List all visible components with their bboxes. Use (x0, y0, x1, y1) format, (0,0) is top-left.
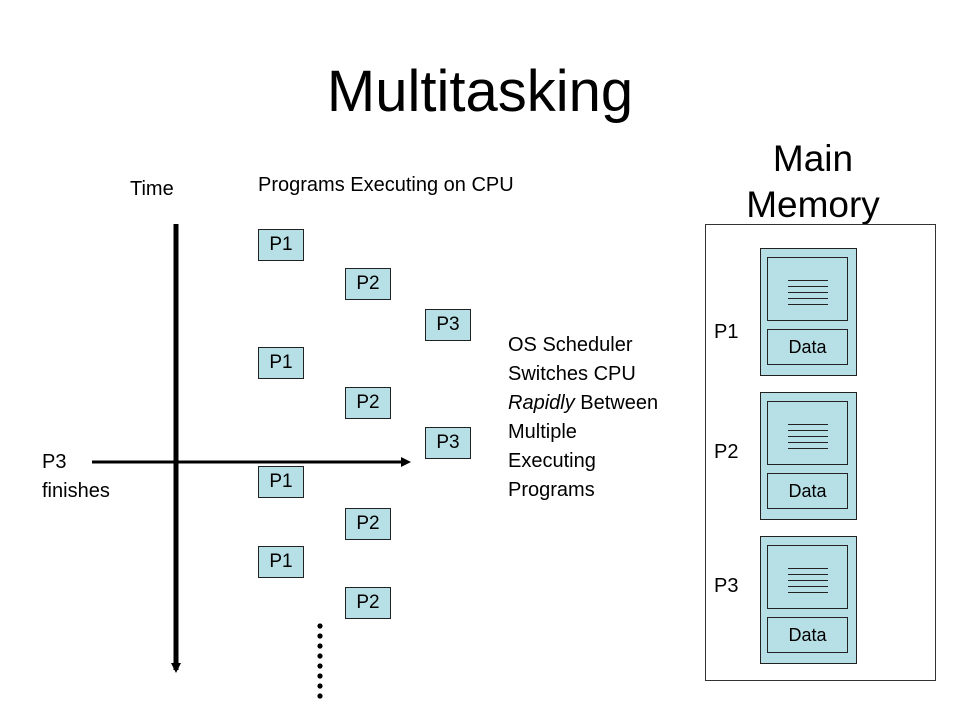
scheduler-note-rapidly: Rapidly (508, 392, 575, 414)
cpu-slot-p1: P1 (258, 347, 304, 379)
data-segment: Data (767, 617, 848, 653)
cpu-slot-p1: P1 (258, 546, 304, 578)
cpu-slot-p2: P2 (345, 387, 391, 419)
cpu-slot-p1: P1 (258, 229, 304, 261)
data-segment: Data (767, 329, 848, 365)
scheduler-note-line1: OS Scheduler (508, 334, 633, 356)
cpu-slot-p1: P1 (258, 466, 304, 498)
cpu-slot-p3: P3 (425, 309, 471, 341)
memory-program-block: Data (760, 248, 857, 376)
cpu-slot-p2: P2 (345, 587, 391, 619)
memory-program-block: Data (760, 392, 857, 520)
scheduler-note-line5: Executing (508, 450, 596, 472)
page-title: Multitasking (326, 59, 634, 124)
cpu-slot-p2: P2 (345, 268, 391, 300)
scheduler-note: OS Scheduler Switches CPU Rapidly Betwee… (508, 331, 658, 505)
main-memory-title-line1: Main (772, 138, 854, 179)
main-memory-title-line2: Memory (746, 184, 880, 225)
code-lines-icon (788, 568, 828, 598)
memory-program-label: P3 (714, 575, 739, 597)
code-segment (767, 545, 848, 609)
data-segment: Data (767, 473, 848, 509)
continuation-dots (317, 623, 323, 699)
code-lines-icon (788, 424, 828, 454)
memory-program-block: Data (760, 536, 857, 664)
scheduler-note-line4: Multiple (508, 421, 577, 443)
memory-program-label: P1 (714, 321, 739, 343)
programs-heading: Programs Executing on CPU (258, 174, 514, 196)
cpu-slot-p3: P3 (425, 427, 471, 459)
cpu-slot-p2: P2 (345, 508, 391, 540)
scheduler-note-between: Between (574, 392, 659, 414)
scheduler-note-line2: Switches CPU (508, 363, 636, 385)
time-axis-label: Time (130, 178, 174, 200)
scheduler-note-line3: Rapidly Between (508, 389, 658, 418)
p3-finishes-label: P3 finishes (42, 448, 110, 506)
code-lines-icon (788, 280, 828, 310)
scheduler-note-line6: Programs (508, 479, 595, 501)
memory-program-label: P2 (714, 441, 739, 463)
p3-finishes-line1: P3 (42, 451, 67, 473)
code-segment (767, 257, 848, 321)
code-segment (767, 401, 848, 465)
main-memory-title: Main Memory (718, 136, 908, 228)
p3-finishes-line2: finishes (42, 480, 110, 502)
